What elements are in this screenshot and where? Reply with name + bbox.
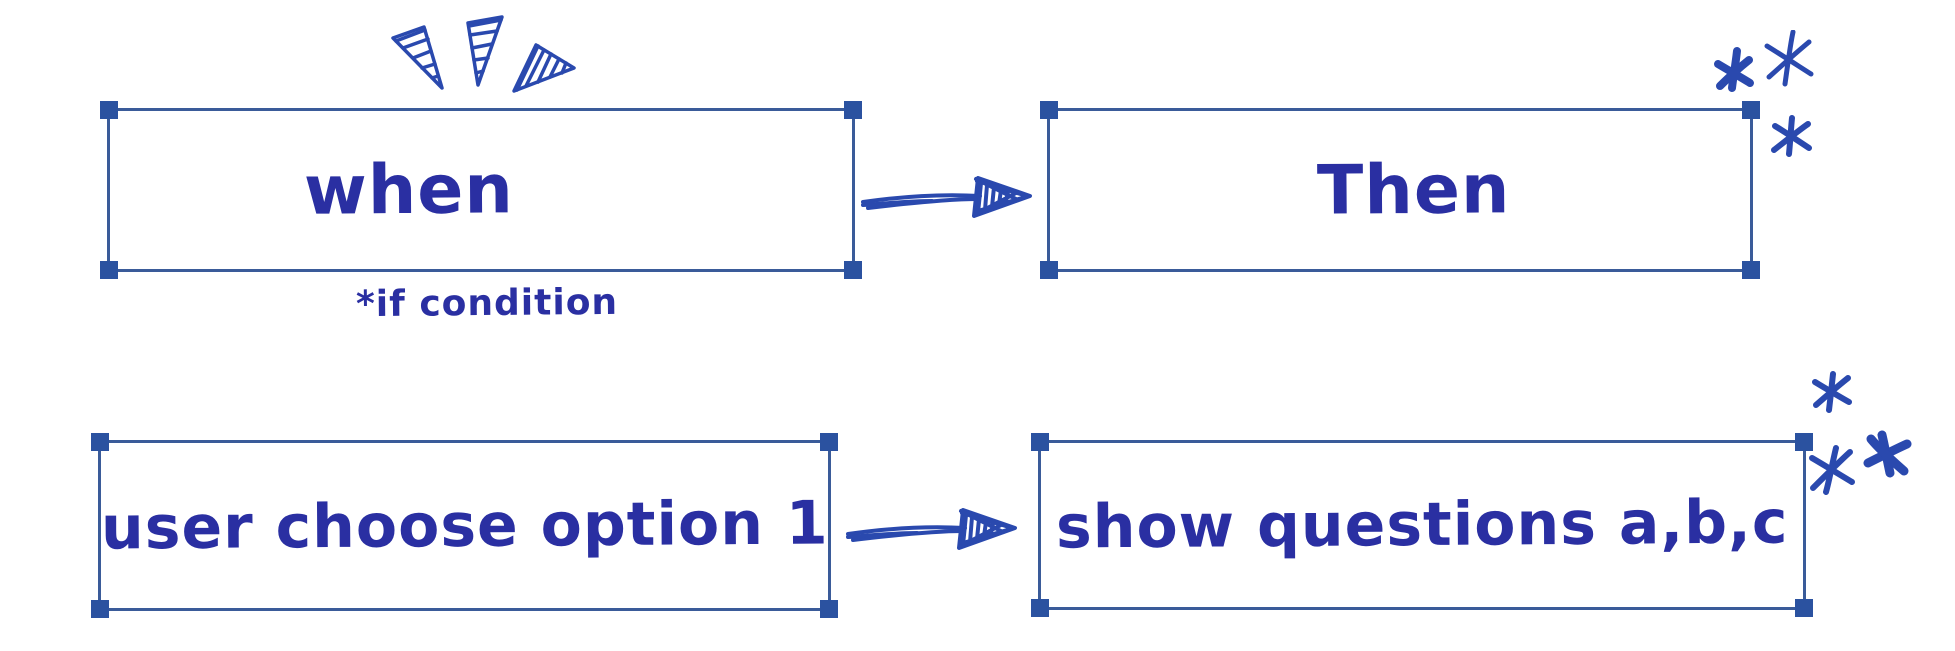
resize-handle-sw[interactable]	[1031, 599, 1049, 617]
resize-handle-ne[interactable]	[1742, 101, 1760, 119]
show-questions-label: show questions a,b,c	[1055, 487, 1789, 563]
resize-handle-se[interactable]	[1795, 599, 1813, 617]
resize-handle-se[interactable]	[1742, 261, 1760, 279]
scribble-arrow-icon[interactable]	[845, 497, 1030, 559]
resize-handle-se[interactable]	[820, 600, 838, 618]
then-label: Then	[1317, 149, 1511, 231]
resize-handle-nw[interactable]	[91, 433, 109, 451]
resize-handle-nw[interactable]	[1040, 101, 1058, 119]
then-node[interactable]: Then	[1040, 101, 1760, 279]
asterisk-doodles-icon[interactable]	[1705, 30, 1835, 160]
resize-handle-sw[interactable]	[91, 600, 109, 618]
resize-handle-ne[interactable]	[820, 433, 838, 451]
asterisk-doodles-icon[interactable]	[1800, 360, 1935, 495]
user-option-label: user choose option 1	[100, 487, 829, 564]
resize-handle-ne[interactable]	[1795, 433, 1813, 451]
resize-handle-se[interactable]	[844, 261, 862, 279]
resize-handle-ne[interactable]	[844, 101, 862, 119]
scribble-arrow-icon[interactable]	[860, 165, 1045, 227]
if-condition-note[interactable]: *if condition	[355, 281, 619, 326]
when-label: when	[303, 149, 515, 231]
resize-handle-sw[interactable]	[100, 261, 118, 279]
when-node[interactable]: when	[100, 101, 862, 279]
show-questions-node[interactable]: show questions a,b,c	[1031, 433, 1813, 617]
resize-handle-nw[interactable]	[100, 101, 118, 119]
resize-handle-nw[interactable]	[1031, 433, 1049, 451]
resize-handle-sw[interactable]	[1040, 261, 1058, 279]
emphasis-rays-icon[interactable]	[382, 5, 582, 100]
user-option-node[interactable]: user choose option 1	[91, 433, 838, 618]
